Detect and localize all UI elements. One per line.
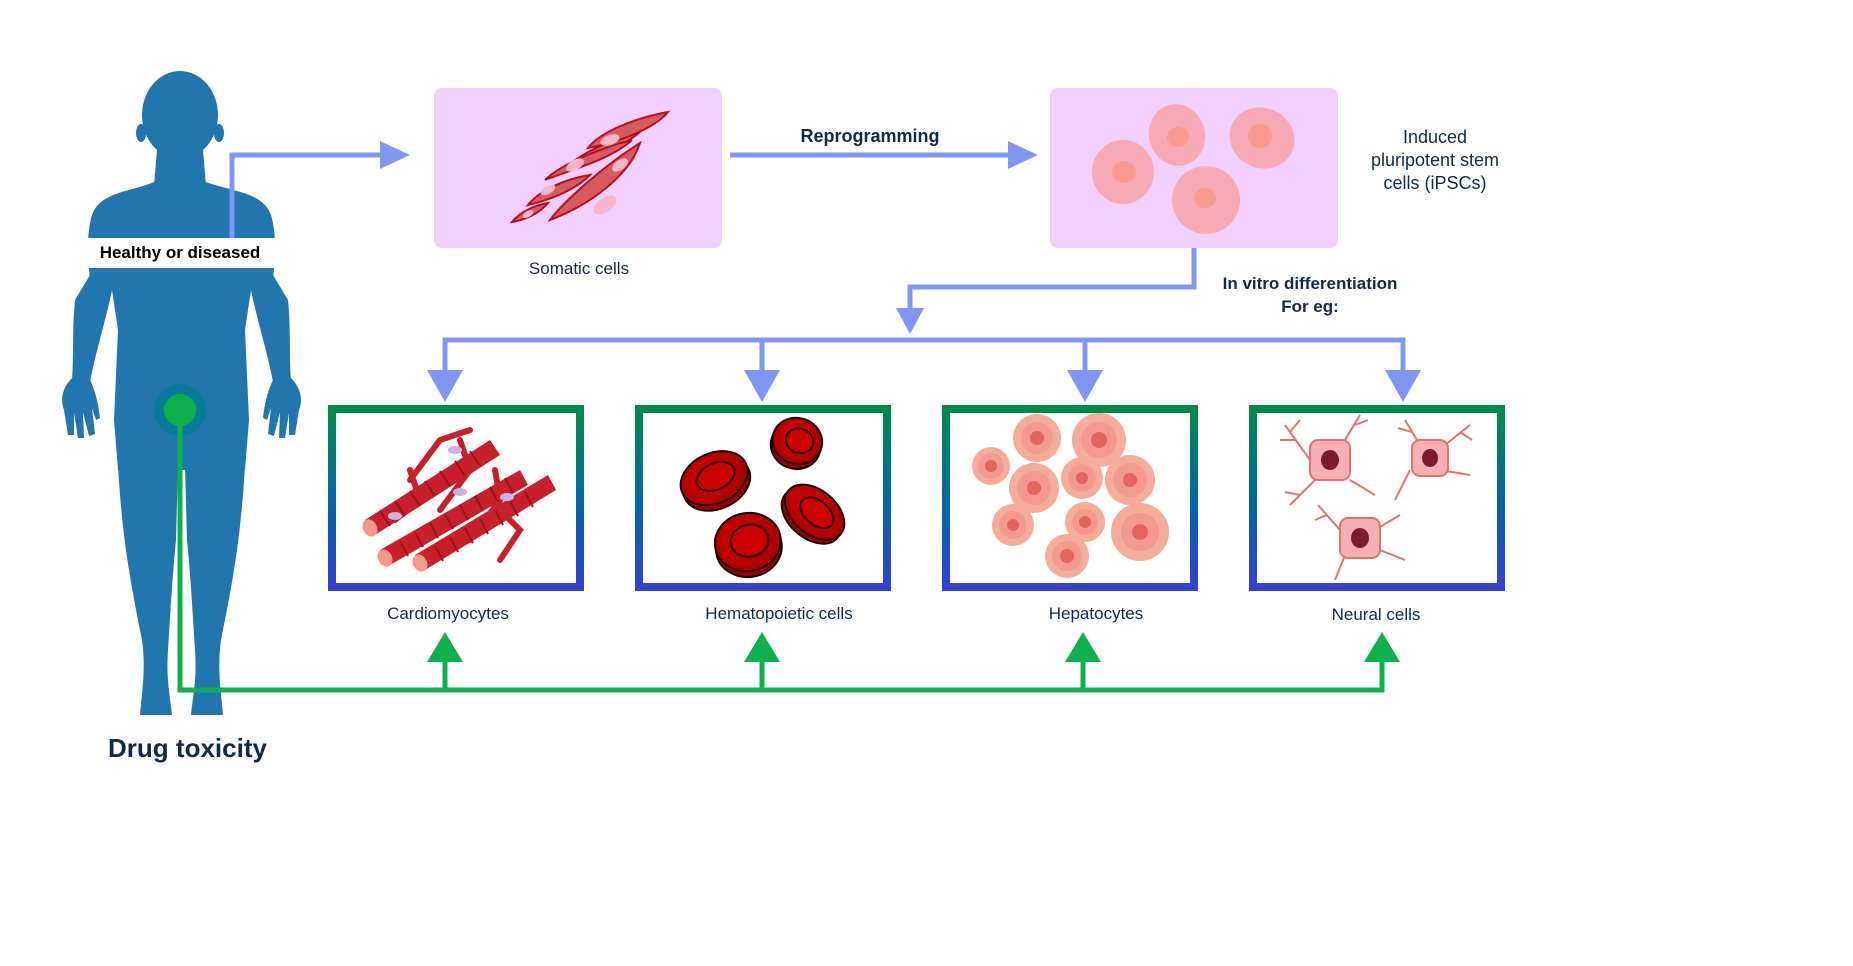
- arrow-to-hepatocytes: [1067, 370, 1103, 402]
- arrow-to-cardiomyocytes: [427, 370, 463, 402]
- toxicity-arrow-hematopoietic: [744, 632, 780, 662]
- cell-type-label-cardiomyocytes: Cardiomyocytes: [387, 604, 509, 623]
- toxicity-arrow-hepatocytes: [1065, 632, 1101, 662]
- somatic-cells-label: Somatic cells: [528, 259, 630, 278]
- drug-toxicity-label: Drug toxicity: [108, 733, 267, 763]
- hematopoietic-box: [635, 405, 891, 591]
- somatic-cells-icon: [509, 110, 671, 224]
- toxicity-arrow-cardiomyocytes: [427, 632, 463, 662]
- ipsc-label-line-3: cells (iPSCs): [1383, 173, 1487, 193]
- differentiation-label: In vitro differentiation For eg:: [1200, 272, 1420, 318]
- differentiation-label-line-2: For eg:: [1281, 297, 1339, 316]
- subject-label-background: [85, 238, 275, 268]
- differentiation-arrow: [896, 248, 1197, 334]
- cell-type-label-hematopoietic: Hematopoietic cells: [705, 604, 853, 623]
- hepatocytes-box: [942, 405, 1198, 591]
- ipsc-label: Induced pluripotent stem cells (iPSCs): [1340, 126, 1530, 195]
- sampling-arrow: [229, 141, 410, 238]
- cell-type-label-neural: Neural cells: [1331, 605, 1421, 624]
- differentiation-label-line-1: In vitro differentiation: [1222, 274, 1398, 293]
- red-blood-cells-icon: [679, 416, 846, 579]
- hepatocytes-icon: [972, 413, 1169, 578]
- toxicity-arrow-neural: [1364, 632, 1400, 662]
- human-body-icon: [62, 71, 301, 715]
- reprogramming-arrow: [730, 141, 1038, 169]
- reprogramming-label: Reprogramming: [800, 126, 940, 146]
- subject-label: Healthy or diseased: [99, 243, 261, 262]
- neural-box: [1249, 405, 1505, 591]
- arrow-to-hematopoietic: [744, 370, 780, 402]
- distribution-arrows: [427, 337, 1421, 402]
- cell-type-label-hepatocytes: Hepatocytes: [1048, 604, 1144, 623]
- ipsc-cells-icon: [1092, 104, 1295, 234]
- drug-target-dot: [164, 394, 196, 426]
- neural-cells-icon: [1280, 414, 1473, 581]
- cardiomyocytes-icon: [362, 427, 556, 572]
- toxicity-arrows: [154, 384, 1400, 693]
- cardiomyocytes-box: [328, 405, 584, 591]
- ipsc-label-line-2: pluripotent stem: [1370, 150, 1500, 170]
- arrow-to-neural: [1385, 370, 1421, 402]
- ipsc-label-line-1: Induced: [1402, 127, 1468, 147]
